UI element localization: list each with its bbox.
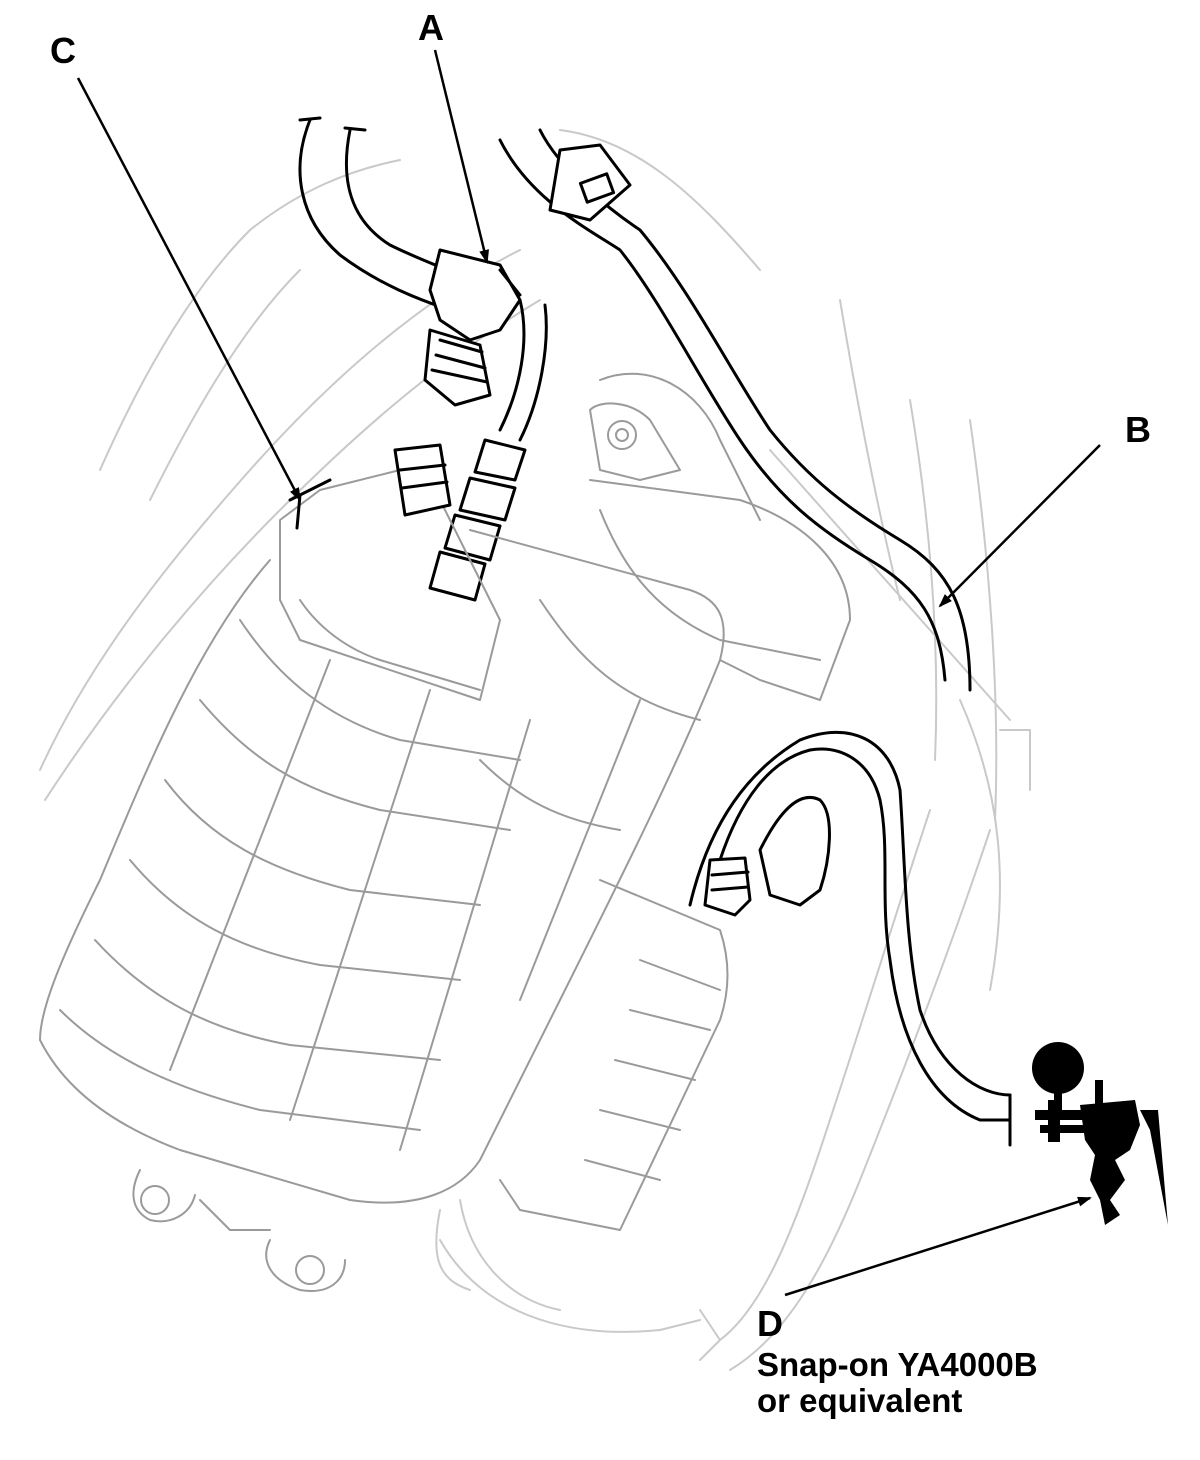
leader-d xyxy=(784,1196,1092,1297)
connector-a xyxy=(423,248,522,407)
callout-label-a: A xyxy=(418,7,444,48)
callout-label-d: D xyxy=(757,1303,783,1344)
tool-caption-line-1: Snap-on YA4000B xyxy=(757,1346,1038,1383)
canister-c xyxy=(39,402,851,1292)
tool-caption-line-2: or equivalent xyxy=(757,1382,962,1419)
purge-hose xyxy=(688,730,1012,1147)
callout-label-c: C xyxy=(50,30,76,71)
leader-b xyxy=(938,444,1101,608)
vacuum-pump-tool xyxy=(1032,1042,1168,1225)
leader-a xyxy=(433,49,489,264)
callout-label-b: B xyxy=(1125,409,1151,450)
leader-c xyxy=(76,77,302,502)
chassis-outline xyxy=(39,129,1031,1371)
leader-lines xyxy=(76,49,1101,1297)
upper-hoses xyxy=(298,116,972,692)
